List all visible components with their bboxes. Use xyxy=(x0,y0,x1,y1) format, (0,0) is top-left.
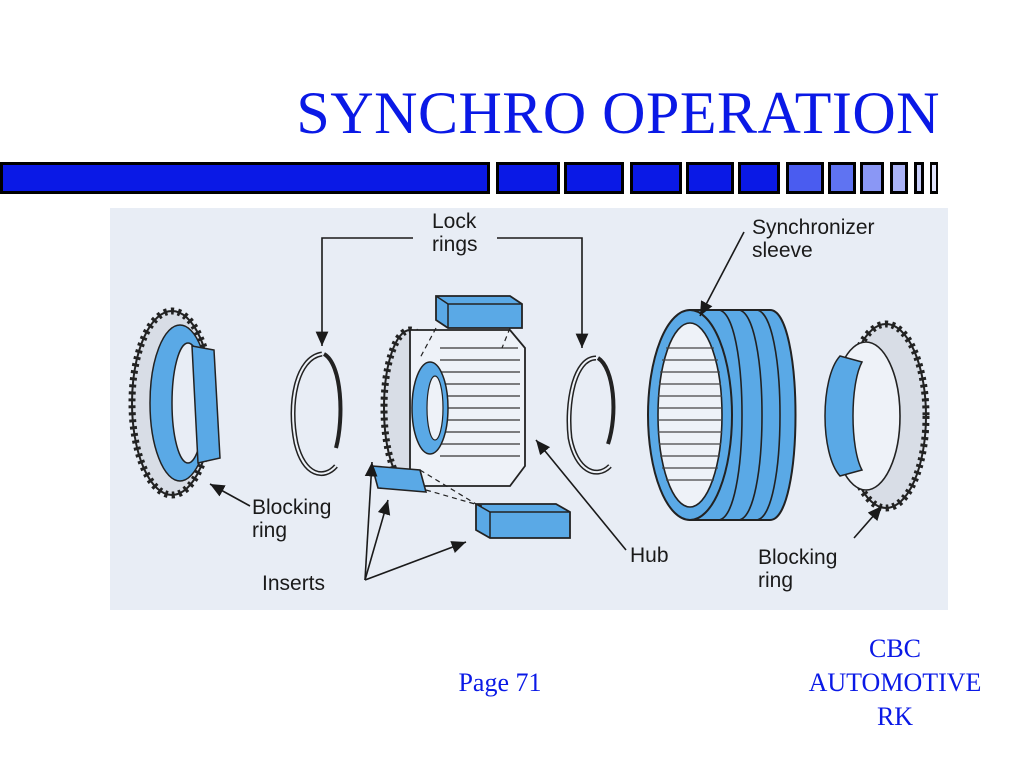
synchro-exploded-diagram: Lock rings Synchronizer sleeve Blocking … xyxy=(110,208,948,610)
label-inserts: Inserts xyxy=(262,572,326,595)
organization-line-3: RK xyxy=(876,702,914,731)
label-hub: Hub xyxy=(630,544,669,567)
organization-line-2: AUTOMOTIVE xyxy=(808,668,982,697)
left-lock-ring xyxy=(290,351,343,477)
label-synchronizer-sleeve: Synchronizer sleeve xyxy=(752,216,875,262)
label-blocking-ring-left: Blocking ring xyxy=(252,496,332,542)
right-blocking-ring xyxy=(824,320,930,512)
diagram-drawing xyxy=(128,231,930,581)
organization-footer: CBC AUTOMOTIVE RK xyxy=(770,632,1020,734)
right-lock-ring xyxy=(566,355,616,475)
page-number: Page 71 xyxy=(458,668,542,697)
synchronizer-sleeve xyxy=(647,309,797,521)
slide-title: SYNCHRO OPERATION xyxy=(296,80,940,146)
label-blocking-ring-right: Blocking ring xyxy=(758,546,838,592)
title-underline-bar xyxy=(0,162,938,194)
hub-assembly xyxy=(370,295,571,539)
organization-line-1: CBC xyxy=(868,634,922,663)
label-lock-rings: Lock rings xyxy=(432,210,478,256)
left-blocking-ring xyxy=(128,307,221,499)
